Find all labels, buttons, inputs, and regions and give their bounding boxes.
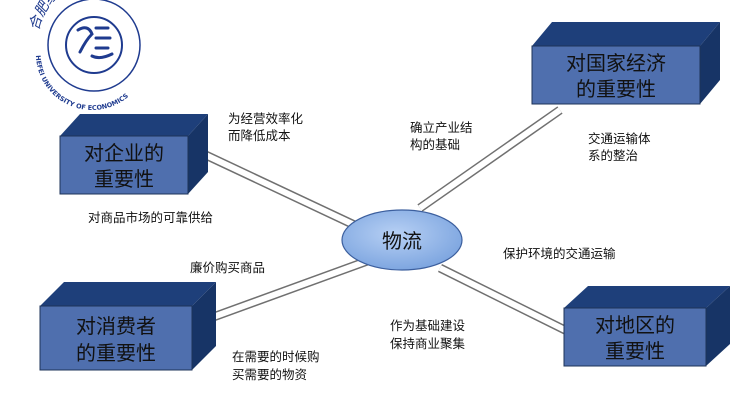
- note-nation-transport-line2: 系的整治: [588, 148, 638, 163]
- connector-nation: [417, 106, 563, 212]
- box-region: 对地区的 重要性: [563, 286, 730, 367]
- connectors: [193, 106, 578, 340]
- note-enterprise-efficiency-line1: 为经营效率化: [228, 111, 304, 126]
- note-consumer-cheap: 廉价购买商品: [190, 260, 265, 275]
- note-consumer-timely-line1: 在需要的时候购: [232, 349, 320, 364]
- box-consumer-line2: 的重要性: [76, 341, 156, 365]
- note-enterprise-supply: 对商品市场的可靠供给: [88, 210, 213, 225]
- note-region-infra-line1: 作为基础建设: [390, 318, 466, 333]
- box-consumer: 对消费者 的重要性: [39, 282, 216, 371]
- box-enterprise: 对企业的 重要性: [59, 114, 208, 195]
- box-nation: 对国家经济 的重要性: [531, 22, 720, 105]
- logo-emblem-icon: [76, 26, 114, 60]
- connector-region: [437, 263, 578, 340]
- center-label: 物流: [382, 229, 422, 253]
- box-enterprise-line2: 重要性: [94, 167, 154, 191]
- box-region-line2: 重要性: [605, 339, 665, 363]
- note-nation-transport-line1: 交通运输体: [588, 131, 651, 146]
- box-consumer-line1: 对消费者: [76, 314, 156, 338]
- box-enterprise-line1: 对企业的: [84, 141, 164, 165]
- note-nation-industry-line2: 构的基础: [410, 137, 460, 152]
- note-consumer-timely-line2: 买需要的物资: [232, 367, 307, 382]
- box-nation-line2: 的重要性: [576, 77, 656, 101]
- note-nation-industry-line1: 确立产业结: [410, 120, 473, 135]
- notes: 为经营效率化 而降低成本 对商品市场的可靠供给 确立产业结 构的基础 交通运输体…: [88, 111, 651, 382]
- note-region-env: 保护环境的交通运输: [503, 246, 616, 261]
- connector-enterprise: [193, 145, 367, 235]
- logo-inner-ring: [65, 16, 123, 74]
- connector-consumer: [203, 255, 372, 325]
- note-region-infra-line2: 保持商业聚集: [390, 336, 466, 351]
- note-enterprise-efficiency-line2: 而降低成本: [228, 128, 291, 143]
- box-region-line1: 对地区的: [595, 313, 675, 337]
- box-nation-line1: 对国家经济: [566, 51, 666, 75]
- university-logo: 合肥经济学院 HEFEI UNIVERSITY OF ECONOMICS: [27, 0, 141, 112]
- center-node: 物流: [341, 209, 463, 271]
